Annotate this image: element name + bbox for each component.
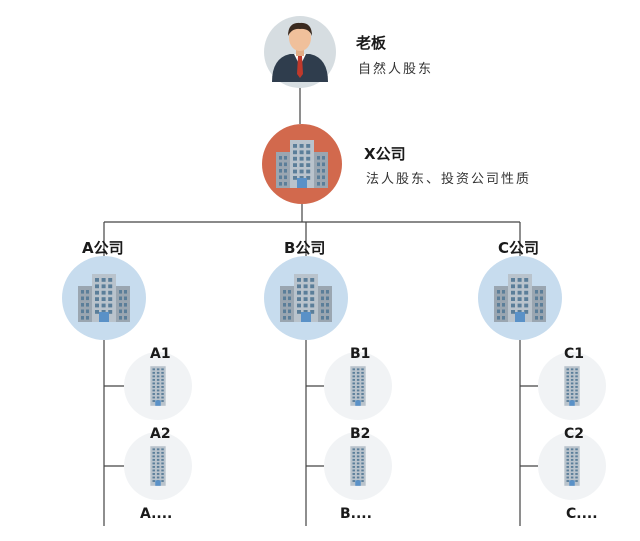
child-node-c1 [538, 352, 606, 420]
child-c1-label: C1 [564, 346, 585, 362]
branch-b-more: B.... [340, 506, 372, 522]
building-icon [494, 274, 546, 322]
child-a1-label: A1 [150, 346, 171, 362]
child-node-a2 [124, 432, 192, 500]
child-node-a1 [124, 352, 192, 420]
branch-c-more: C.... [566, 506, 598, 522]
building-icon [564, 366, 580, 406]
building-icon [564, 446, 580, 486]
building-icon [276, 140, 328, 188]
building-icon [350, 366, 366, 406]
x-company-title: X公司 [364, 145, 406, 163]
branch-b-title: B公司 [284, 239, 326, 257]
building-icon [280, 274, 332, 322]
boss-node [264, 16, 336, 88]
building-icon [78, 274, 130, 322]
person-icon [272, 22, 328, 82]
child-b1-label: B1 [350, 346, 371, 362]
boss-title: 老板 [356, 34, 387, 52]
child-a2-label: A2 [150, 426, 171, 442]
branch-node-b [264, 256, 348, 340]
branch-node-c [478, 256, 562, 340]
child-node-c2 [538, 432, 606, 500]
child-node-b2 [324, 432, 392, 500]
boss-subtitle: 自然人股东 [358, 62, 434, 77]
branch-node-a [62, 256, 146, 340]
x-company-node [262, 124, 342, 204]
x-company-subtitle: 法人股东、投资公司性质 [366, 172, 532, 187]
child-b2-label: B2 [350, 426, 371, 442]
child-node-b1 [324, 352, 392, 420]
building-icon [350, 446, 366, 486]
building-icon [150, 366, 166, 406]
branch-a-more: A.... [140, 506, 173, 522]
connector-lines [103, 88, 538, 526]
building-icon [150, 446, 166, 486]
child-c2-label: C2 [564, 426, 585, 442]
branch-a-title: A公司 [82, 239, 124, 257]
branch-c-title: C公司 [498, 239, 540, 257]
